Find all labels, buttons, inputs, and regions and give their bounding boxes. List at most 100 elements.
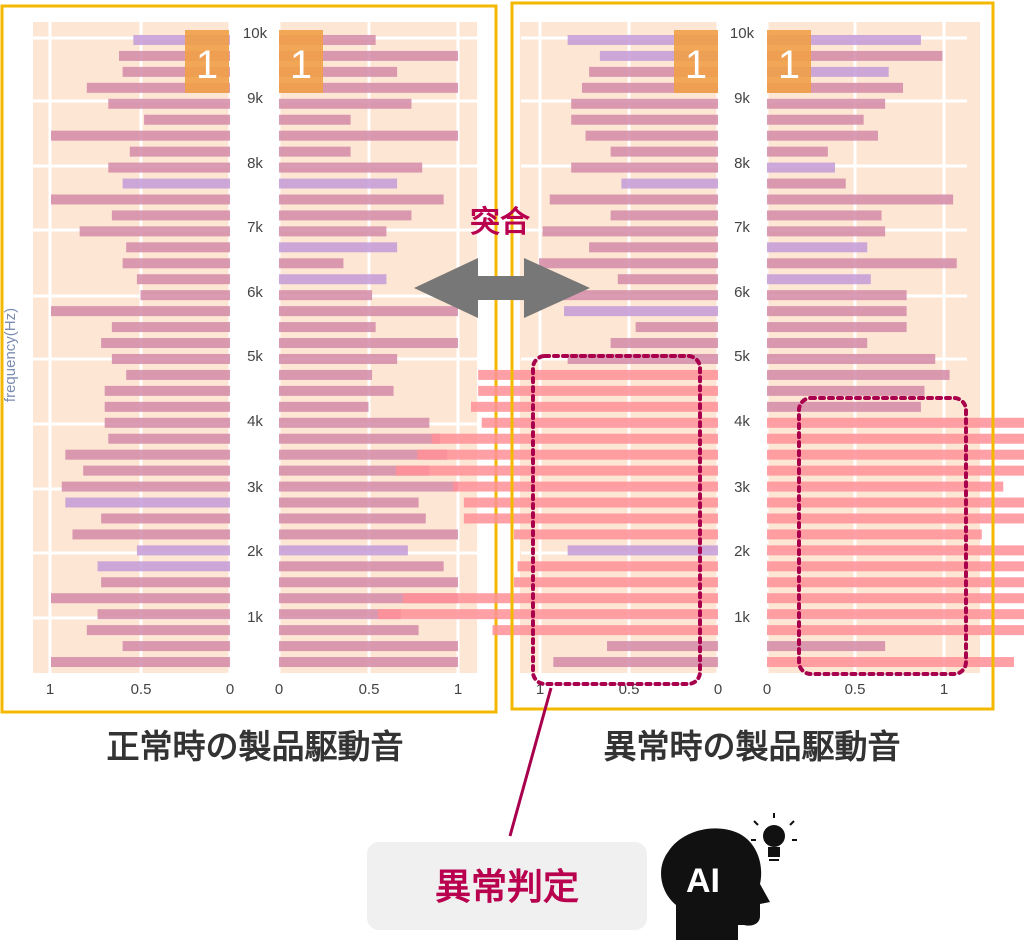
- lightbulb-icon: [751, 813, 797, 861]
- bar-left-31: [72, 529, 230, 540]
- freq-tick-bg: [720, 154, 764, 172]
- bar-right-29: [767, 497, 1024, 508]
- freq-tick-1k: 1k: [247, 609, 263, 626]
- bar-right-37: [767, 625, 1024, 636]
- bar-right-18: [767, 322, 907, 333]
- bar-right-4: [279, 98, 412, 109]
- bar-right-28: [279, 481, 458, 492]
- freq-tick-7k: 7k: [734, 219, 750, 236]
- freq-tick-6k: 6k: [247, 284, 263, 301]
- normal-badge-right: 1: [279, 30, 323, 93]
- x-tick-right-1: 1: [454, 681, 462, 698]
- freq-tick-7k: 7k: [247, 219, 263, 236]
- bar-left-9: [122, 178, 230, 189]
- bar-left-13: [589, 242, 718, 253]
- freq-tick-bg: [233, 24, 277, 42]
- normal-panel-frame: [0, 4, 498, 714]
- bar-right-14: [279, 258, 344, 269]
- x-tick-right-0: 0: [275, 681, 283, 698]
- bar-left-20: [567, 353, 718, 364]
- bar-left-19: [101, 338, 231, 349]
- bar-right-26: [279, 449, 448, 460]
- freq-tick-bg: [233, 154, 277, 172]
- bar-left-12: [542, 226, 718, 237]
- bar-right-30: [767, 513, 1024, 524]
- bar-left-0: [567, 34, 718, 45]
- bar-left-33: [97, 561, 230, 572]
- freq-tick-bg: [720, 608, 764, 626]
- bar-right-36: [767, 609, 1024, 620]
- bar-left-2: [122, 66, 230, 77]
- bar-left-7: [610, 146, 718, 157]
- bar-left-39: [51, 657, 230, 668]
- bar-left-29: [463, 497, 718, 508]
- bar-right-5: [279, 114, 351, 125]
- bar-right-32: [767, 545, 1024, 556]
- bar-right-34: [279, 577, 458, 588]
- bar-left-13: [126, 242, 230, 253]
- bar-right-8: [767, 162, 836, 173]
- bar-left-15: [136, 274, 230, 285]
- bar-right-32: [279, 545, 408, 556]
- freq-tick-6k: 6k: [734, 284, 750, 301]
- bar-right-38: [279, 641, 458, 652]
- bar-left-26: [417, 449, 718, 460]
- bar-right-18: [279, 322, 376, 333]
- bar-right-12: [767, 226, 886, 237]
- bar-right-17: [767, 306, 907, 317]
- bar-left-25: [431, 433, 718, 444]
- bar-left-21: [478, 369, 718, 380]
- freq-tick-10k: 10k: [243, 25, 268, 42]
- freq-tick-bg: [720, 412, 764, 430]
- normal-badge-left: 1: [185, 30, 229, 93]
- bar-left-38: [607, 641, 718, 652]
- bar-right-10: [279, 194, 444, 205]
- bar-right-15: [279, 274, 387, 285]
- normal-caption: 正常時の製品駆動音: [107, 727, 404, 766]
- bar-right-17: [279, 306, 458, 317]
- bar-right-24: [279, 417, 430, 428]
- x-tick-left-1: 1: [536, 681, 544, 698]
- bar-left-27: [395, 465, 718, 476]
- bar-right-6: [279, 130, 458, 141]
- verdict-box: [367, 842, 647, 930]
- bar-right-23: [279, 401, 369, 412]
- bar-right-29: [279, 497, 419, 508]
- bar-left-16: [513, 290, 718, 301]
- abnormal-badge-left: 1: [674, 30, 718, 93]
- bar-right-12: [279, 226, 387, 237]
- x-tick-left-0: 0: [226, 681, 234, 698]
- bar-left-32: [567, 545, 718, 556]
- bar-left-0: [133, 34, 230, 45]
- bar-right-16: [279, 290, 373, 301]
- bar-right-36: [279, 609, 401, 620]
- freq-tick-3k: 3k: [247, 479, 263, 496]
- bar-left-34: [101, 577, 231, 588]
- bar-right-39: [767, 657, 1015, 668]
- bar-right-24: [767, 417, 1024, 428]
- freq-tick-bg: [720, 542, 764, 560]
- normal-badge-right-text: 1: [290, 43, 312, 87]
- compare-label: 突合: [470, 205, 530, 240]
- bar-right-5: [767, 114, 864, 125]
- bar-left-20: [111, 353, 230, 364]
- bar-right-15: [767, 274, 871, 285]
- bar-right-20: [767, 353, 936, 364]
- bar-right-13: [767, 242, 868, 253]
- bar-right-27: [767, 465, 1024, 476]
- bar-left-4: [108, 98, 230, 109]
- bar-right-3: [279, 82, 458, 93]
- bar-right-22: [767, 385, 925, 396]
- bar-right-21: [767, 369, 950, 380]
- bar-left-2: [589, 66, 718, 77]
- bar-left-18: [635, 322, 718, 333]
- abnormal-bars: [377, 34, 1024, 668]
- bar-right-2: [767, 66, 889, 77]
- abnormal-panel-frame: [510, 1, 995, 711]
- bar-left-17: [51, 306, 230, 317]
